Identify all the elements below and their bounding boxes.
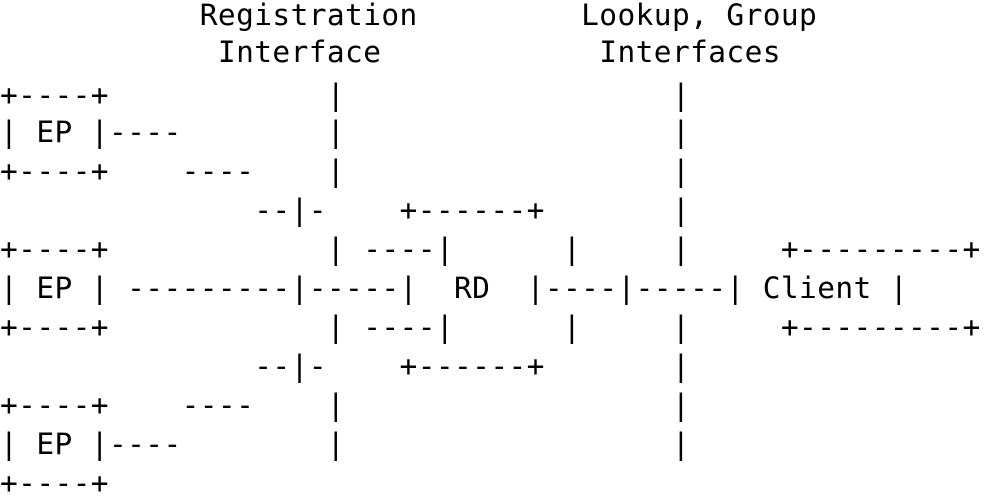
diagram-line-ep-middle-top-border: +----+ | ----| | | +---------+ <box>0 232 981 266</box>
diagram-line-interface-labels-1: Registration Lookup, Group <box>0 0 818 32</box>
diagram-line-ep-bottom-label: | EP |---- | | <box>0 427 691 461</box>
diagram-line-ep-top-bottom-border: +----+ ---- | | <box>0 154 691 188</box>
diagram-line-ep-middle-bottom-border: +----+ | ----| | | +---------+ <box>0 310 981 344</box>
diagram-line-ep-top-label: | EP |---- | | <box>0 115 691 149</box>
diagram-line-ep-bottom-bottom-border: +----+ <box>0 466 109 500</box>
diagram-line-ep-top-border: +----+ | | <box>0 78 691 112</box>
diagram-line-interface-labels-2: Interface Interfaces <box>0 35 781 69</box>
diagram-line-ep-rd-client: | EP | ---------|-----| RD |----|-----| … <box>0 271 909 305</box>
diagram-line-ep-bottom-top-border: +----+ ---- | | <box>0 388 691 422</box>
diagram-line-rd-bottom-border: --|- +------+ | <box>0 349 691 383</box>
diagram-line-rd-top-border: --|- +------+ | <box>0 193 691 227</box>
